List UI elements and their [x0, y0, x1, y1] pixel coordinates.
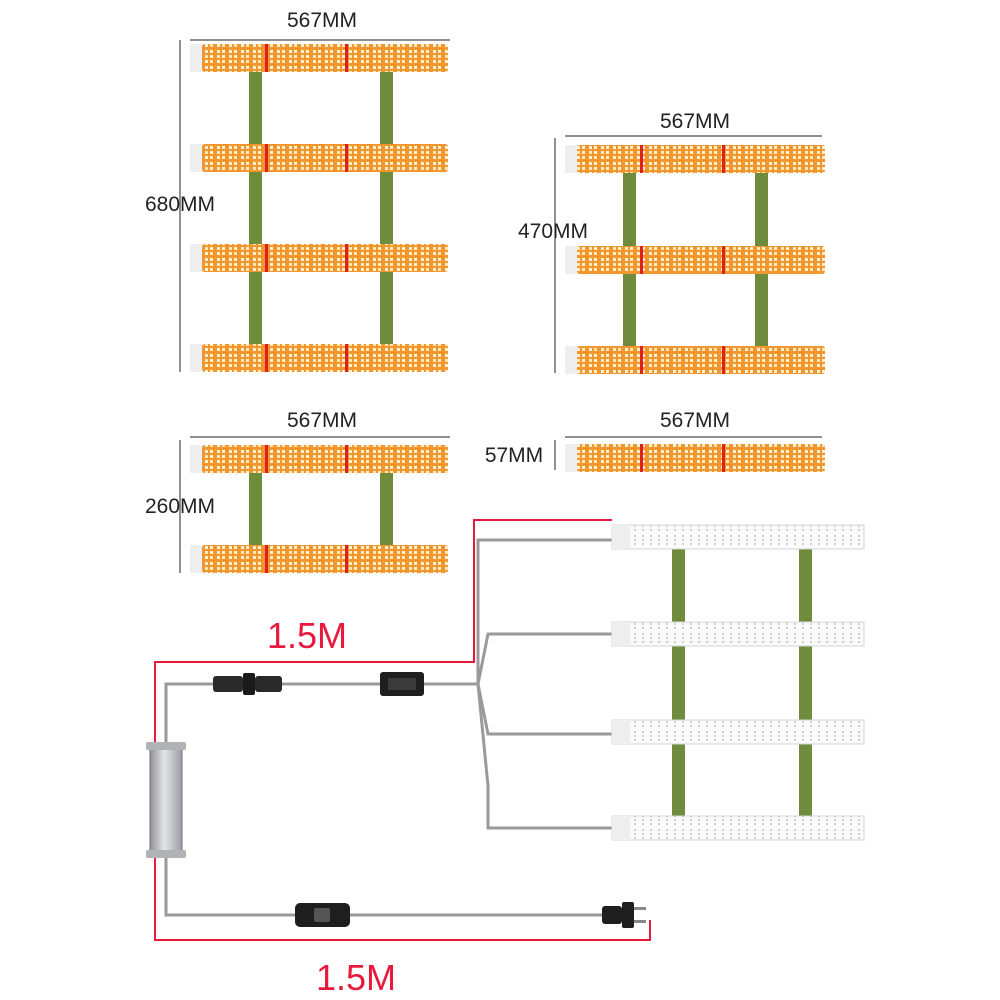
led-strip-icon — [611, 524, 865, 550]
cable — [164, 538, 612, 917]
config-four-bar: 567MM 680MM — [145, 9, 450, 372]
width-label: 567MM — [287, 9, 357, 32]
width-label: 567MM — [660, 110, 730, 133]
led-strip-icon — [565, 346, 825, 374]
plug-icon — [602, 902, 646, 928]
splitter-icon — [380, 672, 424, 696]
led-strip-icon — [611, 815, 865, 841]
lower-length-guide — [154, 858, 651, 941]
led-strip-icon — [565, 246, 825, 274]
connector-icon — [213, 673, 282, 695]
driver-icon — [146, 742, 186, 858]
mounting-bracket-icon — [672, 548, 812, 818]
led-strip-icon — [611, 621, 865, 647]
lower-cable-length: 1.5M — [316, 957, 396, 998]
config-two-bar: 567MM 260MM — [145, 409, 450, 573]
led-strip-icon — [190, 44, 448, 72]
config-single-bar: 567MM 57MM — [485, 409, 825, 472]
width-label: 567MM — [287, 409, 357, 432]
width-label: 567MM — [660, 409, 730, 432]
led-strip-icon — [190, 445, 448, 473]
height-label: 680MM — [145, 193, 215, 216]
led-strip-icon — [190, 545, 448, 573]
led-strip-icon — [565, 444, 825, 472]
mounting-bracket-icon — [249, 70, 393, 355]
upper-length-guide — [154, 519, 612, 745]
led-strip-icon — [190, 244, 448, 272]
height-label: 260MM — [145, 495, 215, 518]
height-label: 57MM — [485, 444, 543, 467]
led-strip-icon — [611, 719, 865, 745]
upper-cable-length: 1.5M — [267, 615, 347, 656]
mounting-bracket-icon — [249, 470, 393, 555]
config-three-bar: 567MM 470MM — [518, 110, 825, 374]
led-strip-icon — [565, 145, 825, 173]
led-strip-icon — [190, 344, 448, 372]
wiring-diagram: 1.5M 1.5M — [146, 519, 865, 998]
led-strip-icon — [190, 144, 448, 172]
height-label: 470MM — [518, 220, 588, 243]
switch-icon — [295, 903, 350, 927]
